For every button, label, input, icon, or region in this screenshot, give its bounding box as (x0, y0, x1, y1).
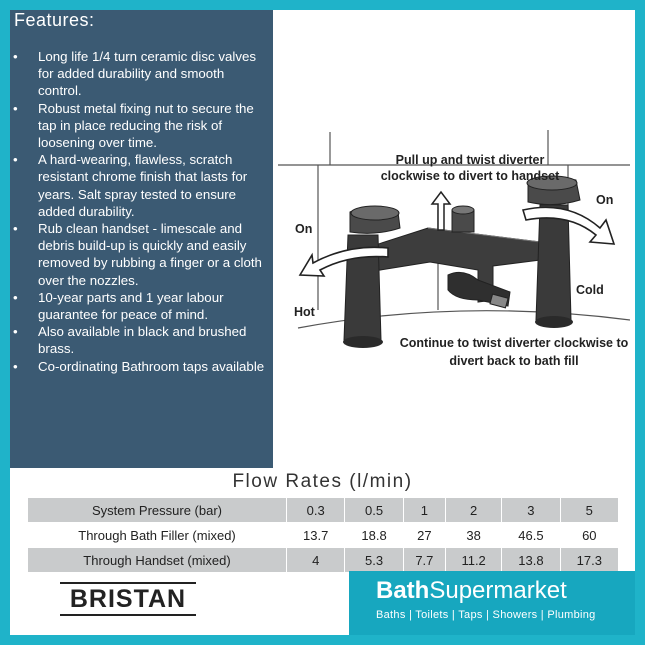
feature-item: 10-year parts and 1 year labour guarante… (10, 289, 273, 323)
table-cell: 13.7 (285, 522, 346, 548)
logo-bold-part: Bath (376, 577, 430, 604)
feature-item: A hard-wearing, flawless, scratch resist… (10, 151, 273, 220)
table-cell: 18.8 (344, 522, 404, 548)
table-cell: 3 (501, 497, 561, 523)
table-cell: 5 (559, 497, 620, 523)
bristan-wordmark: BRISTAN (69, 585, 187, 613)
row-label: Through Handset (mixed) (27, 547, 287, 573)
product-card: Features: Long life 1/4 turn ceramic dis… (10, 10, 635, 635)
bath-supermarket-banner: BathSupermarket Baths | Toilets | Taps |… (349, 571, 635, 635)
logo-rule-top (60, 582, 196, 584)
logo-light-part: Supermarket (429, 577, 567, 604)
hot-label: Hot (294, 305, 315, 319)
flow-rates-table: System Pressure (bar) 0.3 0.5 1 2 3 5 Th… (27, 497, 620, 573)
table-cell: 0.3 (285, 497, 346, 523)
row-label: System Pressure (bar) (27, 497, 287, 523)
bath-tap-illustration (278, 130, 630, 348)
bath-supermarket-tagline: Baths | Toilets | Taps | Showers | Plumb… (376, 609, 596, 621)
table-cell: 7.7 (402, 547, 447, 573)
feature-item: Robust metal fixing nut to secure the ta… (10, 100, 273, 152)
flow-rates-title: Flow Rates (l/min) (232, 471, 413, 492)
table-cell: 60 (559, 522, 620, 548)
table-row: Through Handset (mixed) 4 5.3 7.7 11.2 1… (27, 547, 620, 573)
table-cell: 13.8 (501, 547, 561, 573)
feature-item: Also available in black and brushed bras… (10, 323, 273, 357)
bath-supermarket-logo: BathSupermarket (376, 577, 567, 605)
continue-label: Continue to twist diverter clockwise to … (399, 336, 629, 368)
table-cell: 1 (402, 497, 447, 523)
table-cell: 0.5 (344, 497, 404, 523)
table-row: System Pressure (bar) 0.3 0.5 1 2 3 5 (27, 497, 620, 523)
cold-label: Cold (576, 283, 604, 297)
table-cell: 4 (285, 547, 346, 573)
features-list: Long life 1/4 turn ceramic disc valves f… (10, 48, 273, 375)
pull-up-label: Pull up and twist diverter clockwise to … (380, 153, 560, 183)
row-label: Through Bath Filler (mixed) (27, 522, 287, 548)
feature-item: Co-ordinating Bathroom taps available (10, 358, 273, 375)
table-cell: 17.3 (559, 547, 620, 573)
table-cell: 46.5 (501, 522, 561, 548)
tap-diagram: Pull up and twist diverter clockwise to … (278, 120, 630, 370)
logo-rule-bottom (60, 614, 196, 616)
table-cell: 2 (445, 497, 503, 523)
on-right-label: On (596, 193, 614, 207)
table-cell: 38 (445, 522, 503, 548)
feature-item: Long life 1/4 turn ceramic disc valves f… (10, 48, 273, 100)
feature-item: Rub clean handset - limescale and debris… (10, 220, 273, 289)
features-title: Features: (14, 10, 95, 30)
on-left-label: On (295, 222, 313, 236)
table-cell: 27 (402, 522, 447, 548)
features-panel: Features: Long life 1/4 turn ceramic dis… (10, 10, 273, 468)
bristan-logo: BRISTAN (60, 582, 196, 616)
table-cell: 5.3 (344, 547, 404, 573)
table-row: Through Bath Filler (mixed) 13.7 18.8 27… (27, 522, 620, 548)
table-cell: 11.2 (445, 547, 503, 573)
